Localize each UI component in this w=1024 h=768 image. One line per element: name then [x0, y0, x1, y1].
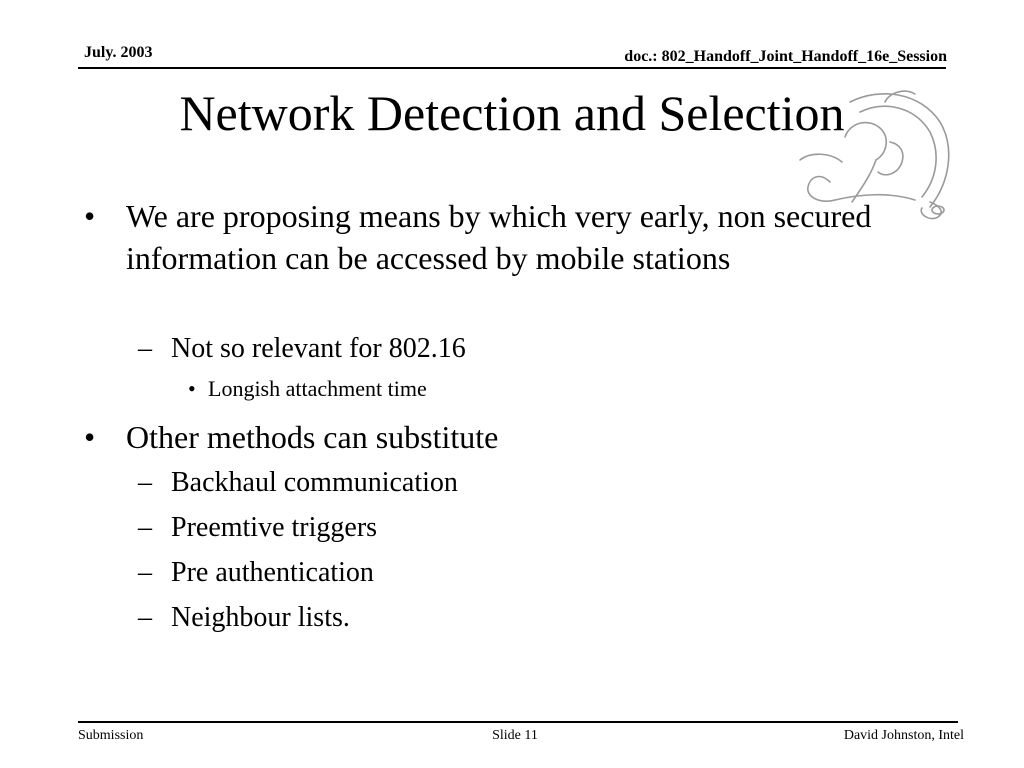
footer-divider [78, 721, 958, 723]
sub-bullet-text: Preemtive triggers [171, 512, 378, 543]
sub-bullet-marker: – [138, 467, 152, 498]
sub-bullet-marker: – [138, 512, 152, 543]
bullet-marker: • [84, 198, 96, 234]
sub-sub-bullet-marker: • [188, 376, 196, 401]
slide-title: Network Detection and Selection [179, 85, 845, 141]
sub-sub-bullet-text: Longish attachment time [208, 376, 427, 401]
sub-bullet-text: Neighbour lists. [171, 602, 350, 633]
sub-bullet-marker: – [138, 557, 152, 588]
footer-slide-number: Slide 11 [492, 728, 538, 743]
footer-author: David Johnston, Intel [843, 728, 964, 743]
header-divider [78, 67, 946, 69]
sub-bullet-text: Not so relevant for 802.16 [171, 333, 466, 364]
sub-bullet-marker: – [138, 333, 152, 364]
sub-bullet-text: Pre authentication [171, 557, 374, 588]
bullet-marker: • [84, 419, 96, 455]
sub-bullet-text: Backhaul communication [171, 467, 458, 498]
bullet-text: We are proposing means by which very ear… [126, 198, 872, 276]
watermark-logo-icon [799, 90, 950, 220]
bullet-text: Other methods can substitute [126, 419, 499, 455]
header-doc-id: doc.: 802_Handoff_Joint_Handoff_16e_Sess… [624, 48, 947, 65]
footer-submission: Submission [78, 728, 144, 743]
header-date: July. 2003 [84, 44, 153, 61]
sub-bullet-marker: – [138, 602, 152, 633]
